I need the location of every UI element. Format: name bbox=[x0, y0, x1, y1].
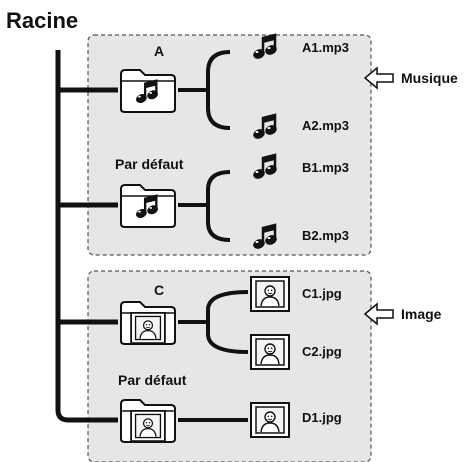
photo-frame-icon bbox=[249, 334, 291, 370]
file-label: A2.mp3 bbox=[302, 118, 349, 133]
file-label: B1.mp3 bbox=[302, 160, 349, 175]
file-label: C1.jpg bbox=[302, 286, 342, 301]
music-folder-icon bbox=[119, 183, 177, 229]
file-brackets bbox=[178, 50, 249, 422]
music-folder-icon bbox=[119, 68, 177, 114]
image-folder-icon bbox=[119, 300, 177, 346]
file-label: A1.mp3 bbox=[302, 40, 349, 55]
folder-label: Par défaut bbox=[115, 156, 184, 172]
root-label: Racine bbox=[6, 8, 79, 33]
file-label: D1.jpg bbox=[302, 410, 342, 425]
photo-frame-icon bbox=[249, 276, 291, 312]
file-label: B2.mp3 bbox=[302, 228, 349, 243]
image-callout-label: Image bbox=[401, 306, 442, 322]
folder-label: A bbox=[154, 43, 165, 59]
image-folder-icon bbox=[119, 398, 177, 444]
folder-label: Par défaut bbox=[118, 372, 187, 388]
root-trunk-line bbox=[55, 50, 118, 423]
photo-frame-icon bbox=[249, 402, 291, 438]
musique-callout-label: Musique bbox=[401, 70, 458, 86]
file-label: C2.jpg bbox=[302, 344, 342, 359]
folder-label: C bbox=[154, 282, 165, 298]
